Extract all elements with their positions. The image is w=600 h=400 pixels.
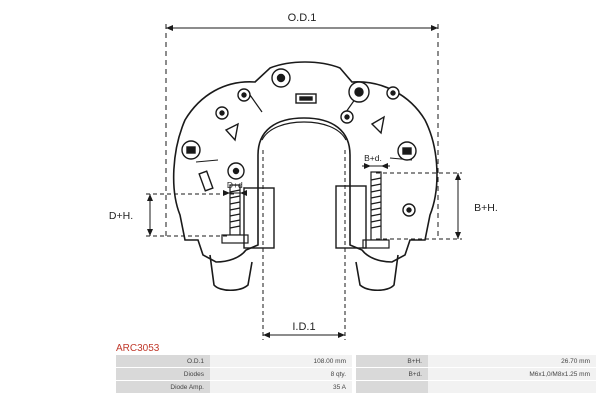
right-stud [335,171,390,249]
od-dimension [165,24,439,240]
bh-dimension [376,172,462,240]
spec-label-2: B+H. [356,355,428,368]
spec-value-2 [428,380,596,394]
spec-value: 35 A [210,380,352,394]
spec-gap [352,367,356,381]
terminal-holes [181,68,417,217]
spec-value-2: 26.70 mm [428,355,596,368]
spec-label: Diode Amp. [116,380,210,394]
left-stud [221,184,275,249]
table-row: Diode Amp. 35 A [116,380,596,394]
spec-value: 8 qty. [210,367,352,381]
dh-dimension [146,193,236,237]
spec-label-2: B+d. [356,367,428,381]
spec-label: Diodes [116,367,210,381]
od-label: O.D.1 [288,12,317,24]
bd-label: B+d. [364,153,382,163]
dd-dimension [223,190,247,196]
id-label: I.D.1 [292,321,315,333]
spec-gap [352,355,356,368]
spec-gap [352,380,356,394]
table-row: Diodes 8 qty. B+d. M6x1,0/M8x1.25 mm [116,367,596,381]
spec-value-2: M6x1,0/M8x1.25 mm [428,367,596,381]
spec-table: O.D.1 108.00 mm B+H. 26.70 mm Diodes 8 q… [116,355,596,394]
bd-dimension [362,163,390,169]
bh-label: B+H. [474,202,498,214]
id-dimension [262,150,346,340]
spec-value: 108.00 mm [210,355,352,368]
table-row: O.D.1 108.00 mm B+H. 26.70 mm [116,355,596,368]
spec-label-2 [356,380,428,394]
dh-label: D+H. [109,210,133,222]
rectifier-drawing: O.D.1 I.D.1 [109,12,498,340]
spec-label: O.D.1 [116,355,210,368]
dd-label: D+d. [227,180,245,190]
part-code: ARC3053 [116,343,160,354]
